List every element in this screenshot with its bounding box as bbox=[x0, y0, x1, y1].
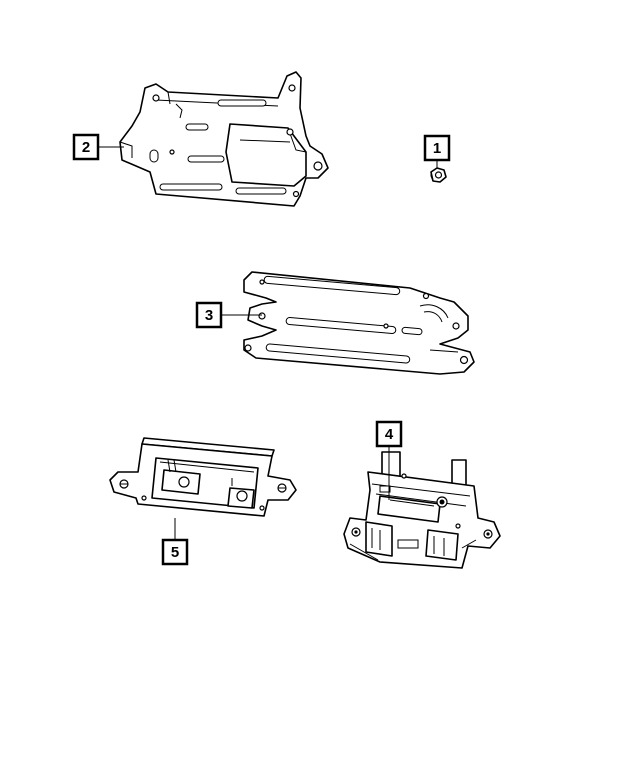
callout-2-label: 2 bbox=[82, 139, 90, 156]
nut-icon bbox=[430, 167, 447, 183]
mounting-plate-icon bbox=[243, 271, 475, 375]
callout-5-label: 5 bbox=[171, 544, 179, 561]
callout-4-label: 4 bbox=[385, 426, 394, 443]
callout-2: 2 bbox=[72, 133, 100, 161]
callout-1-label: 1 bbox=[433, 140, 441, 157]
mounting-bracket-icon bbox=[119, 71, 329, 207]
module-housing-icon bbox=[343, 451, 501, 569]
callout-1: 1 bbox=[423, 134, 451, 162]
callout-4: 4 bbox=[375, 420, 403, 448]
module-bracket-icon bbox=[109, 437, 297, 517]
callout-5: 5 bbox=[161, 538, 189, 566]
callout-3-label: 3 bbox=[205, 307, 213, 324]
callout-3: 3 bbox=[195, 301, 223, 329]
